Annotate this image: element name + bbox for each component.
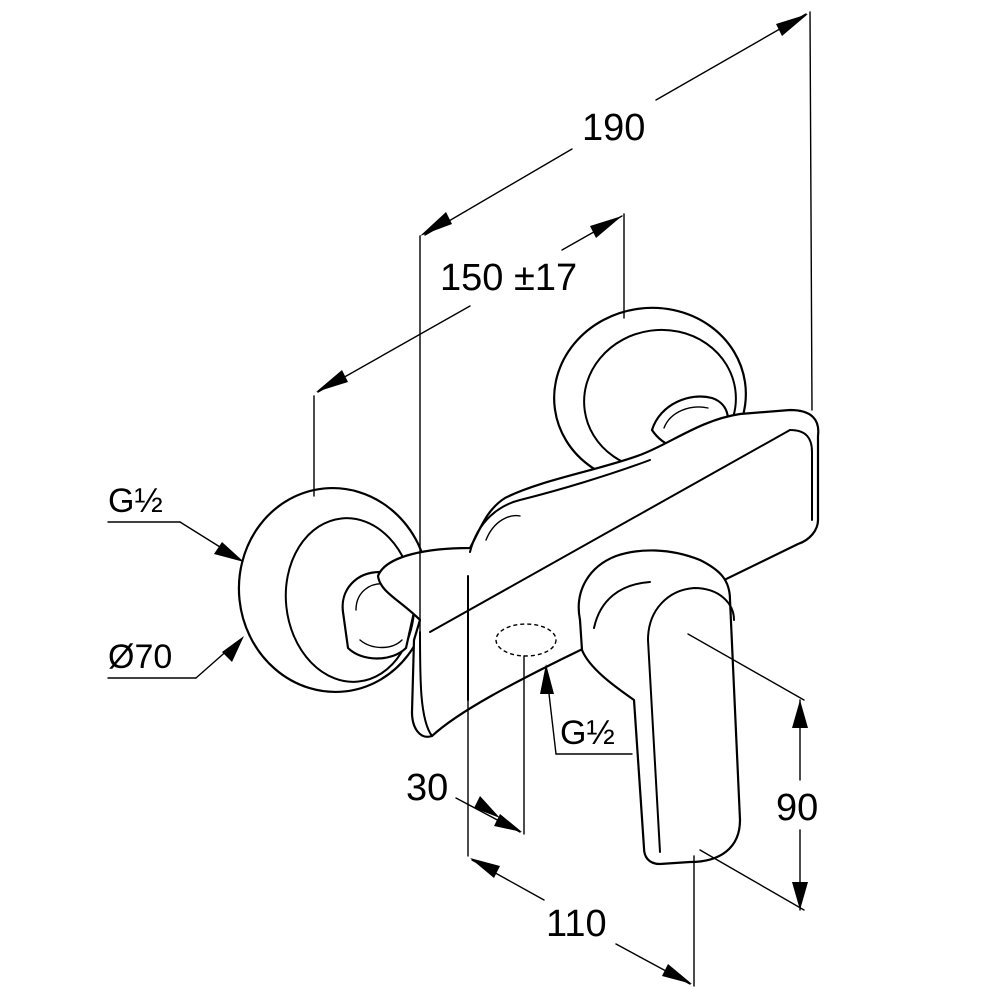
outlet-circle [495, 623, 557, 657]
rosette-diameter-label: Ø70 [108, 638, 172, 676]
dim-150-label: 150 ±17 [440, 257, 577, 299]
dim-150: 150 ±17 [313, 213, 625, 497]
dim-90-label: 90 [776, 787, 818, 829]
dim-90: 90 [687, 633, 818, 911]
outlet-thread-label: G½ [560, 714, 615, 752]
rosette-diameter-callout: Ø70 [107, 636, 244, 679]
inlet-thread-label: G½ [108, 482, 163, 520]
front-rosette [237, 486, 431, 694]
dim-110-label: 110 [546, 903, 607, 945]
dim-30-label: 30 [406, 767, 448, 809]
dim-190-label: 190 [582, 107, 645, 149]
lever-handle [577, 549, 742, 866]
dim-190: 190 [419, 11, 813, 641]
dim-30: 30 [406, 655, 525, 857]
dim-110: 110 [470, 855, 695, 987]
outlet-thread-callout: G½ [540, 664, 633, 755]
inlet-thread-callout: G½ [107, 482, 244, 562]
